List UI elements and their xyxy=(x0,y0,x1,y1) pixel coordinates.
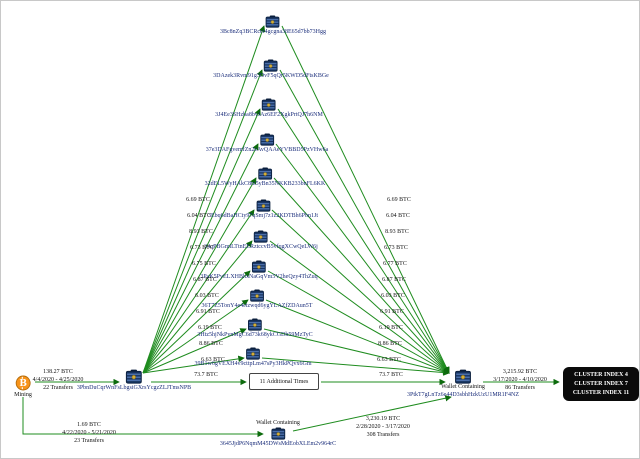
chain-node-1: 3Bc8nZq3BCRcer4gcgna38E65d7bb73Hgg xyxy=(220,15,326,36)
wallet-address: 34qPBGmiLTtnEERztccvB5vfqgXCwQeLW6j xyxy=(204,244,318,250)
btc-amount-label: 6.73 BTC xyxy=(384,245,408,251)
bottom-left-dates: 4/22/2020 - 5/21/2020 xyxy=(62,430,116,436)
bottom-right-transfers: 308 Transfers xyxy=(366,432,400,438)
btc-amount-label: 6.03 BTC xyxy=(381,293,405,299)
wallet-icon xyxy=(454,369,472,384)
chain-node-10: 3Htz5hjNkPvnMgC6d73k68ykCGDh59MzTyC xyxy=(197,318,313,339)
right-outflow-transfers: 86 Transfers xyxy=(505,385,535,391)
bottom-wallet-title: Wallet Containing xyxy=(256,420,300,426)
chain-node-5: 32dEL5WyHAkC8m5yBn35NKKB233bnFL6KK xyxy=(204,167,326,188)
bottom-wallet-node: Wallet Containing 3645JjdP6NqmM45DWsMdEo… xyxy=(220,420,336,448)
mining-node: Mining xyxy=(14,375,32,399)
btc-amount-label: 6.04 BTC xyxy=(386,213,410,219)
btc-amount-label: 6.87 BTC xyxy=(193,277,217,283)
btc-amount-label: 6.91 BTC xyxy=(380,309,404,315)
wallet-icon xyxy=(261,98,276,111)
right-outflow-stats: 3,215.92 BTC 3/17/2020 - 4/10/2020 86 Tr… xyxy=(493,368,547,392)
left-inflow-stats: 138.27 BTC 4/4/2020 - 4/25/2020 22 Trans… xyxy=(33,368,84,392)
wallet-icon xyxy=(249,289,264,302)
bottom-left-transfers: 23 Transfers xyxy=(74,438,104,444)
cluster-index-line: CLUSTER INDEX 4 xyxy=(574,372,628,378)
wallet-address: 3J4Ee3SHzba8bvJAz6EF2XgkPrtQJ7h6NM xyxy=(215,112,323,118)
btc-amount-label: 6.87 BTC xyxy=(382,277,406,283)
btc-amount-label: 73.7 BTC xyxy=(379,372,403,378)
chain-node-11: 39B1w6gVEXH4v9cttpLm47sPy3HkPQvx6Gm xyxy=(194,347,312,368)
btc-amount-label: 6.04 BTC xyxy=(187,213,211,219)
left-fan-arrows xyxy=(142,25,266,374)
btc-amount-label: 73.7 BTC xyxy=(194,372,218,378)
btc-amount-label: 6.19 BTC xyxy=(379,325,403,331)
wallet-icon xyxy=(125,369,143,384)
wallet-icon xyxy=(265,15,280,28)
wallet-icon xyxy=(245,347,260,360)
wallet-icon xyxy=(254,230,269,243)
btc-amount-label: 8.86 BTC xyxy=(199,341,223,347)
wallet-address: 3PaK5PyELXHBhxNaGqVm5V2heQzy4ThZuq xyxy=(200,274,318,280)
chain-node-3: 3J4Ee3SHzba8bvJAz6EF2XgkPrtQJ7h6NM xyxy=(215,98,323,119)
chain-node-7: 34qPBGmiLTtnEERztccvB5vfqgXCwQeLW6j xyxy=(204,230,318,251)
right-outflow-dates: 3/17/2020 - 4/10/2020 xyxy=(493,377,547,383)
left-inflow-dates: 4/4/2020 - 4/25/2020 xyxy=(32,377,84,383)
left-wallet-node: 3PbnDuCqrWnFsLbgsiGXrsYcgzZLJTmsNPB xyxy=(77,369,191,392)
bottom-left-flow-stats: 1.69 BTC 4/22/2020 - 5/21/2020 23 Transf… xyxy=(62,421,116,445)
btc-amount-label: 6.63 BTC xyxy=(377,357,401,363)
wallet-address: 3Bc8nZq3BCRcer4gcgna38E65d7bb73Hgg xyxy=(220,29,326,35)
wallet-address: 3Ebq6dBaHCty97qSmj7z1z2KDTBh6Pbn1Jt xyxy=(207,213,319,219)
bitcoin-icon xyxy=(15,375,31,391)
cluster-index-line: CLUSTER INDEX 11 xyxy=(572,390,630,396)
bottom-right-amount: 3,230.19 BTC xyxy=(365,416,401,422)
right-fan-arrows xyxy=(261,25,450,376)
cluster-index-line: CLUSTER INDEX 7 xyxy=(574,381,628,387)
btc-amount-label: 6.19 BTC xyxy=(198,325,222,331)
btc-amount-label: 8.93 BTC xyxy=(385,229,409,235)
chain-node-9: 36T7Z5TonY4e4etzwqd6ygYLAZfZDAun5T xyxy=(201,289,313,310)
btc-amount-label: 6.03 BTC xyxy=(195,293,219,299)
wallet-icon xyxy=(259,133,274,146)
wallet-address: 3Htz5hjNkPvnMgC6d73k68ykCGDh59MzTyC xyxy=(197,332,313,338)
btc-amount-label: 6.91 BTC xyxy=(196,309,220,315)
btc-amount-label: 6.63 BTC xyxy=(201,357,225,363)
btc-amount-label: 6.73 BTC xyxy=(190,245,214,251)
chain-node-4: 37e3DAFgvemfZn2eAvQAAeYVBBD5PzVHw6a xyxy=(205,133,329,154)
right-wallet-address: 3PtkT7gLnTz6e44D3sbhHzkUzU1MR1F4NZ xyxy=(407,392,519,398)
chain-node-2: 3DAzek3Rvm91g3DvF5qQr5KWD5dFtsKBGe xyxy=(213,59,329,80)
cluster-index-box: CLUSTER INDEX 4 CLUSTER INDEX 7 CLUSTER … xyxy=(563,367,639,401)
bottom-left-amount: 1.69 BTC xyxy=(77,422,101,428)
wallet-address: 32dEL5WyHAkC8m5yBn35NKKB233bnFL6KK xyxy=(204,181,326,187)
bottom-wallet-address: 3645JjdP6NqmM45DWsMdEobXLEm2v964rC xyxy=(219,441,337,447)
right-outflow-amount: 3,215.92 BTC xyxy=(502,369,538,375)
wallet-address: 39B1w6gVEXH4v9cttpLm47sPy3HkPQvx6Gm xyxy=(194,361,312,367)
mining-label: Mining xyxy=(14,392,32,398)
right-wallet-node: Wallet Containing 3PtkT7gLnTz6e44D3sbhHz… xyxy=(407,369,519,399)
chain-node-6: 3Ebq6dBaHCty97qSmj7z1z2KDTBh6Pbn1Jt xyxy=(208,199,318,220)
btc-amount-label: 8.93 BTC xyxy=(189,229,213,235)
btc-amount-label: 6.69 BTC xyxy=(186,197,210,203)
additional-times-label: 11 Additional Times xyxy=(259,378,309,385)
left-inflow-amount: 138.27 BTC xyxy=(43,369,73,375)
wallet-icon xyxy=(271,427,286,440)
bottom-right-dates: 2/28/2020 - 3/17/2020 xyxy=(356,424,410,430)
wallet-icon xyxy=(251,260,266,273)
main-flow-arrows xyxy=(22,378,560,438)
left-inflow-transfers: 22 Transfers xyxy=(43,385,73,391)
wallet-address: 3DAzek3Rvm91g3DvF5qQr5KWD5dFtsKBGe xyxy=(213,73,329,79)
btc-amount-label: 8.86 BTC xyxy=(378,341,402,347)
btc-amount-label: 6.75 BTC xyxy=(192,261,216,267)
wallet-icon xyxy=(263,59,278,72)
wallet-address: 37e3DAFgvemfZn2eAvQAAeYVBBD5PzVHw6a xyxy=(205,147,329,153)
wallet-icon xyxy=(247,318,262,331)
btc-amount-label: 6.77 BTC xyxy=(383,261,407,267)
wallet-icon xyxy=(257,167,272,180)
wallet-icon xyxy=(255,199,270,212)
right-wallet-title: Wallet Containing xyxy=(441,384,485,390)
btc-amount-label: 6.69 BTC xyxy=(387,197,411,203)
left-wallet-address: 3PbnDuCqrWnFsLbgsiGXrsYcgzZLJTmsNPB xyxy=(76,385,192,391)
bottom-right-flow-stats: 3,230.19 BTC 2/28/2020 - 3/17/2020 308 T… xyxy=(356,415,410,439)
chain-node-8: 3PaK5PyELXHBhxNaGqVm5V2heQzy4ThZuq xyxy=(200,260,318,281)
wallet-address: 36T7Z5TonY4e4etzwqd6ygYLAZfZDAun5T xyxy=(201,303,313,309)
additional-times-box: 11 Additional Times xyxy=(249,373,319,390)
